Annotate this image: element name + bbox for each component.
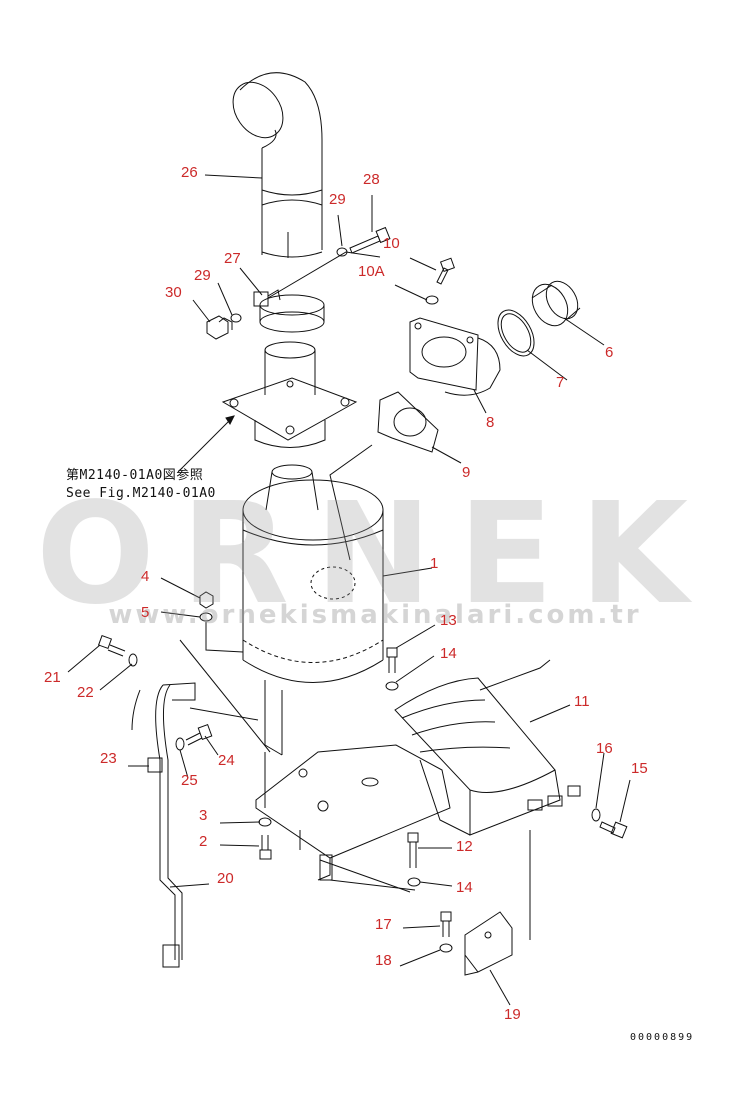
washer-16 xyxy=(591,808,601,822)
callout-9: 9 xyxy=(462,464,471,481)
callout-5: 5 xyxy=(141,604,150,621)
callout-2: 2 xyxy=(199,833,208,850)
bolt-21 xyxy=(97,634,126,657)
bolt-28 xyxy=(349,226,391,254)
callout-4: 4 xyxy=(141,568,150,585)
clamp-27 xyxy=(253,289,325,333)
callout-10: 10 xyxy=(383,235,400,252)
washer-22 xyxy=(128,653,138,667)
callout-28: 28 xyxy=(363,171,380,188)
exhaust-pipe-part xyxy=(232,72,323,258)
muffler-1 xyxy=(242,464,384,683)
nut-30 xyxy=(206,315,233,340)
callout-29a: 29 xyxy=(329,191,346,208)
sleeve-6 xyxy=(531,280,581,327)
callout-17: 17 xyxy=(375,916,392,933)
muffler-bracket xyxy=(264,680,283,756)
callout-15: 15 xyxy=(631,760,648,777)
bolt-17 xyxy=(440,911,452,937)
callout-25: 25 xyxy=(181,772,198,789)
washer-3 xyxy=(258,817,272,827)
watermark-url: www.ornekismakinalari.com.tr xyxy=(108,600,642,630)
callout-1: 1 xyxy=(430,555,439,572)
callout-3: 3 xyxy=(199,807,208,824)
callout-13: 13 xyxy=(440,612,457,629)
callout-29b: 29 xyxy=(194,267,211,284)
adapter-flange xyxy=(221,341,358,448)
washer-14a xyxy=(385,681,399,691)
washer-18 xyxy=(439,943,453,953)
callout-12: 12 xyxy=(456,838,473,855)
duct-11 xyxy=(394,659,581,836)
callout-18: 18 xyxy=(375,952,392,969)
bolt-13 xyxy=(386,647,398,673)
callout-26: 26 xyxy=(181,164,198,181)
bolt-10 xyxy=(436,257,455,285)
washer-14b xyxy=(407,877,421,887)
callout-24: 24 xyxy=(218,752,235,769)
reference-note-ja: 第M2140-01A0図参照 xyxy=(66,468,204,483)
callout-19: 19 xyxy=(504,1006,521,1023)
callout-11: 11 xyxy=(574,693,590,710)
bolt-2 xyxy=(259,835,272,860)
nut-4 xyxy=(199,591,214,609)
rod-bracket-20 xyxy=(131,682,196,968)
callout-20: 20 xyxy=(217,870,234,887)
leader-lines xyxy=(67,174,631,1006)
callout-16: 16 xyxy=(596,740,613,757)
callout-14a: 14 xyxy=(440,645,457,662)
reference-note-en: See Fig.M2140-01A0 xyxy=(66,486,216,501)
washer-25 xyxy=(175,737,185,751)
callout-14b: 14 xyxy=(456,879,473,896)
bolt-24 xyxy=(185,724,213,746)
callout-30: 30 xyxy=(165,284,182,301)
base-plate xyxy=(255,744,451,881)
callout-22: 22 xyxy=(77,684,94,701)
callout-7: 7 xyxy=(556,374,565,391)
gasket-9 xyxy=(377,391,439,453)
callout-6: 6 xyxy=(605,344,614,361)
washer-29b xyxy=(230,313,242,323)
elbow-8 xyxy=(409,317,501,396)
callout-21: 21 xyxy=(44,669,61,686)
callout-23: 23 xyxy=(100,750,117,767)
bracket-19 xyxy=(464,911,513,976)
callout-8: 8 xyxy=(486,414,495,431)
bolt-12 xyxy=(407,832,419,868)
callout-27: 27 xyxy=(224,250,241,267)
seal-ring-7 xyxy=(497,309,535,357)
washer-10a xyxy=(425,295,439,305)
drawing-code: 00000899 xyxy=(630,1032,695,1043)
reference-arrow xyxy=(177,415,235,473)
watermark-brand: ORNEK xyxy=(35,473,715,636)
callout-10a: 10A xyxy=(358,263,385,280)
bolt-15 xyxy=(599,821,628,839)
